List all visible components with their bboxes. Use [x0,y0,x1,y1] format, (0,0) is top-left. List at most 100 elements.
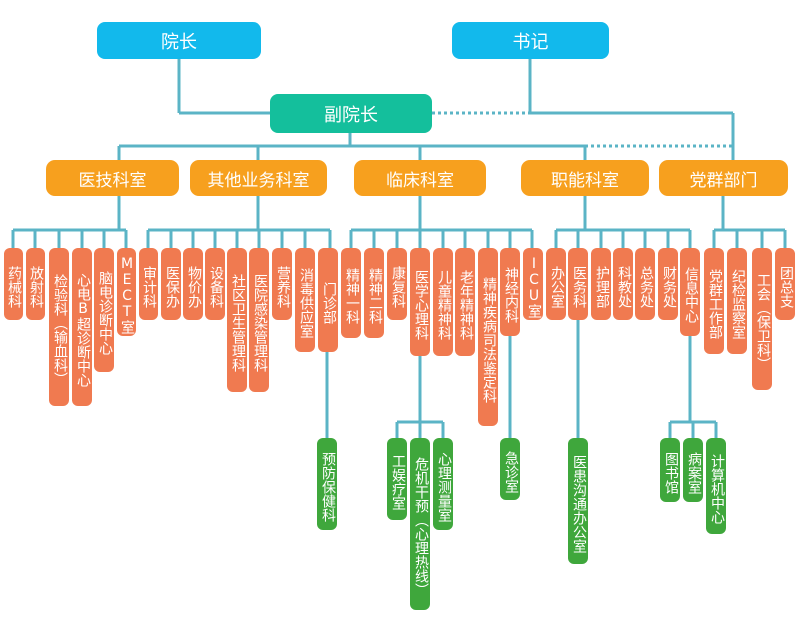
dept-label: 护理部 [594,266,610,308]
dept-label: 消毒供应室 [298,268,314,338]
vice-dean-label: 副院长 [324,104,378,126]
sub-unit-box: 工娱疗室 [387,438,407,520]
dept-label: 科教处 [616,266,632,308]
sub-unit-box: 计算机中心 [706,438,726,534]
dept-box: 儿童精神科 [433,248,453,356]
dept-label: 纪检监察室 [730,269,746,339]
dept-box: 办公室 [546,248,566,320]
sub-unit-label: 计算机中心 [709,454,725,524]
category-clinical-label: 临床科室 [386,170,454,191]
dept-label: 脑电诊断中心 [97,271,113,355]
dept-label: 药械科 [6,266,22,308]
dept-box: 精神疾病司法鉴定科 [478,248,498,426]
category-party-label: 党群部门 [689,170,758,191]
dept-label: 医院感染管理科 [252,274,268,372]
dept-box: 老年精神科 [455,248,475,356]
sub-unit-label: 医患沟通办公室 [571,455,587,553]
secretary-label: 书记 [512,31,549,53]
dept-label: 神经内科 [503,267,519,323]
dept-box: 医保办 [161,248,181,320]
sub-unit-box: 医患沟通办公室 [568,438,588,564]
dept-box: 心电B超诊断中心 [72,248,92,406]
dept-label: 儿童精神科 [436,270,452,340]
secretary-box: 书记 [452,22,609,59]
dept-label: ICU室 [526,256,542,318]
dept-box: 精神一科 [341,248,361,338]
dept-box: 检验科（输血科） [49,248,69,406]
dept-box: 门诊部 [318,248,338,352]
dept-box: 团总支 [775,248,795,320]
sub-unit-box: 预防保健科 [317,438,337,530]
dept-label: 精神一科 [344,268,360,324]
sub-unit-box: 病案室 [683,438,703,502]
dept-box: 精神二科 [364,248,384,338]
dept-box: 脑电诊断中心 [94,248,114,372]
sub-unit-box: 急诊室 [500,438,520,500]
dept-box: 社区卫生管理科 [227,248,247,392]
dept-box: 科教处 [613,248,633,320]
dept-label: 医保办 [164,266,180,308]
sub-unit-label: 病案室 [686,452,702,494]
dept-label: 精神二科 [367,268,383,324]
sub-unit-box: 心理测量室 [433,438,453,530]
dept-label: 医务科 [571,266,587,308]
sub-unit-label: 心理测量室 [436,452,452,522]
dept-box: 审计科 [139,248,158,320]
vice-dean-box: 副院长 [270,94,432,133]
dept-box: MECT室 [117,248,136,336]
category-other-business: 其他业务科室 [190,160,327,196]
sub-unit-label: 工娱疗室 [390,454,406,510]
category-medtech: 医技科室 [46,160,179,196]
sub-unit-label: 图书馆 [663,452,679,494]
dept-label: 医学心理科 [413,270,429,340]
dept-label: 团总支 [778,266,794,308]
dept-label: 心电B超诊断中心 [75,273,91,387]
dean-label: 院长 [161,31,197,53]
dept-box: 工会（保卫科） [752,248,772,390]
dept-label: 放射科 [28,266,44,308]
dept-label: 康复科 [390,266,406,308]
dept-label: 办公室 [549,266,565,308]
dept-label: 检验科（输血科） [52,274,68,386]
category-other-business-label: 其他业务科室 [207,170,310,191]
dept-box: 放射科 [26,248,45,320]
dept-label: 设备科 [208,266,224,308]
dept-box: 信息中心 [680,248,700,336]
dept-label: 营养科 [275,266,291,308]
dept-label: 精神疾病司法鉴定科 [481,277,497,403]
dept-label: 工会（保卫科） [755,273,771,371]
sub-unit-box: 图书馆 [660,438,680,502]
category-functional-label: 职能科室 [551,170,619,191]
dean-box: 院长 [97,22,261,59]
sub-unit-label: 急诊室 [503,451,519,493]
dept-box: 党群工作部 [704,248,724,354]
dept-label: 审计科 [141,266,157,308]
dept-box: 总务处 [635,248,655,320]
dept-label: 总务处 [638,266,654,308]
dept-box: 财务处 [658,248,678,320]
category-medtech-label: 医技科室 [78,170,147,191]
dept-label: 社区卫生管理科 [230,274,246,372]
dept-box: 营养科 [272,248,292,320]
dept-label: 党群工作部 [707,269,723,339]
category-clinical: 临床科室 [354,160,486,196]
dept-box: 医院感染管理科 [249,248,269,392]
dept-box: 康复科 [387,248,407,320]
sub-unit-label: 预防保健科 [320,452,336,522]
dept-box: 护理部 [591,248,611,320]
dept-box: 医务科 [568,248,588,320]
dept-box: 神经内科 [500,248,520,336]
dept-label: 物价办 [186,266,202,308]
dept-box: 物价办 [183,248,203,320]
dept-box: ICU室 [523,248,543,320]
dept-box: 消毒供应室 [295,248,315,352]
dept-label: MECT室 [119,256,135,334]
dept-box: 设备科 [205,248,225,320]
dept-box: 医学心理科 [410,248,430,356]
dept-label: 信息中心 [683,267,699,323]
dept-label: 财务处 [661,266,677,308]
category-functional: 职能科室 [521,160,649,196]
sub-unit-label: 危机干预（心理热线） [413,457,429,597]
category-party: 党群部门 [659,160,788,196]
